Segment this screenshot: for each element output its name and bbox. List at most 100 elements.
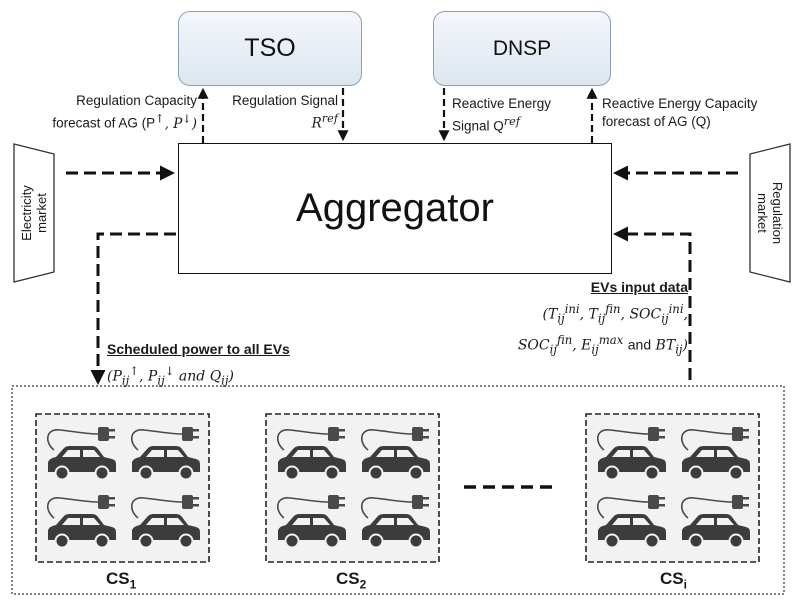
car-wheel (324, 465, 340, 481)
charging-cable (131, 429, 183, 451)
ev-charger-cell (277, 427, 346, 481)
plug-icon (732, 495, 743, 509)
aggregator-label: Aggregator (296, 186, 494, 230)
electricity-market-line1: Electricity (19, 185, 34, 241)
plug-prong (423, 504, 429, 507)
plug-icon (412, 427, 423, 441)
ev-charger-cell (681, 495, 750, 549)
plug-prong (109, 436, 115, 439)
car-window (83, 518, 100, 525)
car-wheel (138, 465, 154, 481)
car-window (696, 518, 714, 525)
car-window (292, 450, 310, 457)
car-wheel (644, 465, 660, 481)
scheduled-power-title: Scheduled power to all EVs (107, 341, 290, 357)
plug-prong (423, 497, 429, 500)
station-sub-2: 2 (359, 577, 367, 592)
car-wheel (688, 533, 704, 549)
ev-charger-cell (597, 427, 666, 481)
plug-icon (328, 495, 339, 509)
charging-cable (597, 429, 649, 451)
plug-prong (339, 497, 345, 500)
car-window (167, 518, 184, 525)
plug-prong (109, 504, 115, 507)
evs-input-vars-2: SOCijfin, Eijmax and BTij) (517, 333, 688, 357)
car-wheel (54, 533, 70, 549)
plug-icon (182, 427, 193, 441)
car-wheel (728, 465, 744, 481)
plug-prong (193, 497, 199, 500)
car-wheel (644, 533, 660, 549)
regulation-capacity-line2: forecast of AG (P↑, P↓) (47, 110, 197, 133)
charging-cable (681, 429, 733, 451)
scheduled-power-label: Scheduled power to all EVs (Pij↑, Pij↓ a… (107, 338, 290, 391)
plug-prong (423, 436, 429, 439)
car-window (146, 450, 164, 457)
car-window (62, 518, 80, 525)
car-wheel (688, 465, 704, 481)
plug-prong (339, 429, 345, 432)
car-window (83, 450, 100, 457)
ev-charger-cell (277, 495, 346, 549)
car-window (376, 518, 394, 525)
plug-prong (109, 429, 115, 432)
electricity-market-label: Electricity market (19, 173, 49, 253)
plug-prong (423, 429, 429, 432)
reactive-signal-line1: Reactive Energy (452, 96, 552, 111)
ev-charger-cell (47, 495, 116, 549)
regulation-market-line2: market (755, 193, 770, 233)
reactive-capacity-line1: Reactive Energy Capacity (602, 96, 758, 111)
reactive-signal-line2: Signal Qref (452, 115, 520, 134)
plug-icon (182, 495, 193, 509)
car-window (376, 450, 394, 457)
tso-box: TSO (178, 11, 362, 86)
car-wheel (54, 465, 70, 481)
charging-cable (277, 497, 329, 519)
car-wheel (368, 465, 384, 481)
regulation-signal-line1: Regulation Signal (232, 93, 338, 108)
plug-prong (339, 436, 345, 439)
car-window (696, 450, 714, 457)
station-sub-1: 1 (129, 577, 137, 592)
car-window (62, 450, 80, 457)
evs-input-path (613, 226, 692, 380)
plug-icon (648, 427, 659, 441)
car-window (633, 450, 650, 457)
plug-prong (743, 497, 749, 500)
ev-charger-cell (131, 427, 200, 481)
ev-charger-cell (361, 495, 430, 549)
evs-input-title: EVs input data (590, 279, 688, 295)
electricity-market-line2: market (34, 193, 49, 233)
signal-q-text: Signal Q (452, 118, 504, 134)
plug-icon (98, 495, 109, 509)
plug-prong (743, 429, 749, 432)
car-icon (362, 446, 430, 472)
ev-charger-cell (131, 495, 200, 549)
car-window (612, 518, 630, 525)
car-wheel (138, 533, 154, 549)
plug-icon (412, 495, 423, 509)
charging-cable (361, 497, 413, 519)
charging-cable (597, 497, 649, 519)
plug-icon (328, 427, 339, 441)
station-sub-i: i (683, 577, 687, 592)
p-up-down: ↑, P↓) (155, 112, 197, 132)
ev-charger-cell (361, 427, 430, 481)
car-icon (48, 514, 116, 540)
plug-prong (659, 429, 665, 432)
ev-charger-cell (597, 495, 666, 549)
plug-prong (193, 429, 199, 432)
scheduled-power-vars: (Pij↑, Pij↓ and Qij) (107, 364, 234, 388)
car-wheel (94, 533, 110, 549)
car-wheel (408, 465, 424, 481)
scheduled-power-path (90, 232, 176, 385)
car-wheel (408, 533, 424, 549)
plug-prong (659, 497, 665, 500)
station-label-i: CSi (660, 569, 687, 591)
charging-cable (681, 497, 733, 519)
car-icon (682, 514, 750, 540)
car-wheel (368, 533, 384, 549)
dnsp-box: DNSP (433, 11, 611, 86)
electricity-market-shape (13, 143, 55, 283)
